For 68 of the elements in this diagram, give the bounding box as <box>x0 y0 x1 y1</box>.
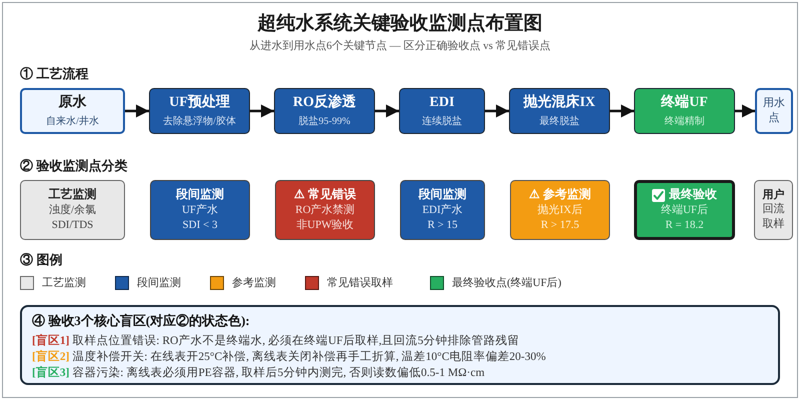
note-line: [盲区3] 容器污染: 离线表必须用PE容器, 取样后5分钟内测完, 否则读数偏低0.5-1 MΩ·cm <box>32 365 486 381</box>
node-detail: R > 17.5 <box>540 218 580 233</box>
diagram-title: 超纯水系统关键验收监测点布置图 <box>256 12 544 36</box>
monitor-card <box>400 180 485 240</box>
node-detail: 自来水/井水 <box>46 114 99 128</box>
process-box <box>274 88 375 134</box>
source-box <box>755 88 793 134</box>
node-detail: SDI < 3 <box>182 218 218 233</box>
monitor-card <box>510 180 610 240</box>
node-title: 段间监测 <box>418 187 466 203</box>
source-box <box>20 88 125 134</box>
note-line: [盲区2] 温度补偿开关: 在线表开25°C补偿, 离线表关闭补偿再手工折算, 温差10°C电阻率偏差20-30% <box>32 349 547 365</box>
node-title: RO反渗透 <box>293 94 356 112</box>
node-detail: 去除悬浮物/胶体 <box>163 114 236 128</box>
monitor-card <box>754 180 793 240</box>
process-box <box>399 88 485 134</box>
node-detail: 终端精制 <box>664 114 704 128</box>
node-detail: 回流取样 <box>762 202 786 232</box>
note-heading: ④ 验收3个核心盲区(对应②的状态色): <box>32 312 251 330</box>
legend-label: 最终验收点(终端UF后) <box>452 276 562 290</box>
monitor-card <box>150 180 250 240</box>
node-title: 原水 <box>58 94 86 112</box>
node-title: ⚠ 常见错误 <box>294 187 356 203</box>
node-detail: EDI产水 <box>422 202 463 218</box>
node-detail: SDI/TDS <box>52 218 94 233</box>
node-detail: 脱盐95-99% <box>298 114 350 128</box>
node-detail: R > 15 <box>427 218 458 233</box>
process-box <box>149 88 250 134</box>
node-title: 抛光混床IX <box>524 94 596 112</box>
node-title: 用户 <box>762 188 784 202</box>
section-heading: ② 验收监测点分类 <box>20 157 128 175</box>
arrow <box>485 104 509 118</box>
node-detail: UF产水 <box>182 202 218 218</box>
note-panel <box>20 305 780 385</box>
node-detail: RO产水禁测 <box>295 202 355 218</box>
node-title: 段间监测 <box>176 187 224 203</box>
node-detail: 最终脱盐 <box>540 114 580 128</box>
legend-label: 段间监测 <box>137 276 181 290</box>
node-detail: 抛光IX后 <box>538 202 582 218</box>
node-title: 终端UF <box>661 94 708 112</box>
section-heading: ① 工艺流程 <box>20 65 88 83</box>
note-line: [盲区1] 取样点位置错误: RO产水不是终端水, 必须在终端UF后取样,且回流5分钟排除管路残留 <box>32 333 520 349</box>
legend-label: 参考监测 <box>232 276 276 290</box>
node-title: UF预处理 <box>169 94 230 112</box>
monitor-card <box>634 180 735 240</box>
arrow <box>250 104 274 118</box>
node-title: EDI <box>430 94 454 112</box>
legend-label: 工艺监测 <box>42 276 86 290</box>
node-detail: 连续脱盐 <box>422 114 462 128</box>
arrow <box>125 104 149 118</box>
legend-label: 常见错误取样 <box>327 276 393 290</box>
arrow <box>375 104 399 118</box>
node-title: ⚠ 参考监测 <box>529 187 591 203</box>
section-heading: ③ 图例 <box>20 251 62 269</box>
arrow <box>610 104 634 118</box>
process-box <box>509 88 610 134</box>
node-title: 最终验收 <box>669 187 717 203</box>
process-box <box>634 88 735 134</box>
monitor-card <box>275 180 375 240</box>
arrow <box>735 104 755 118</box>
node-title: 工艺监测 <box>48 187 96 203</box>
node-detail: R = 18.2 <box>665 218 704 233</box>
subtitle: 从进水到用水点6个关键节点 — 区分正确验收点 vs 常见错误点 <box>248 38 552 53</box>
node-detail: 非UPW验收 <box>296 218 354 233</box>
node-detail: 浊度/余氯 <box>48 202 96 218</box>
monitor-card <box>20 180 125 240</box>
node-detail: 用水点 <box>762 96 786 126</box>
node-detail: 终端UF后 <box>660 202 708 218</box>
